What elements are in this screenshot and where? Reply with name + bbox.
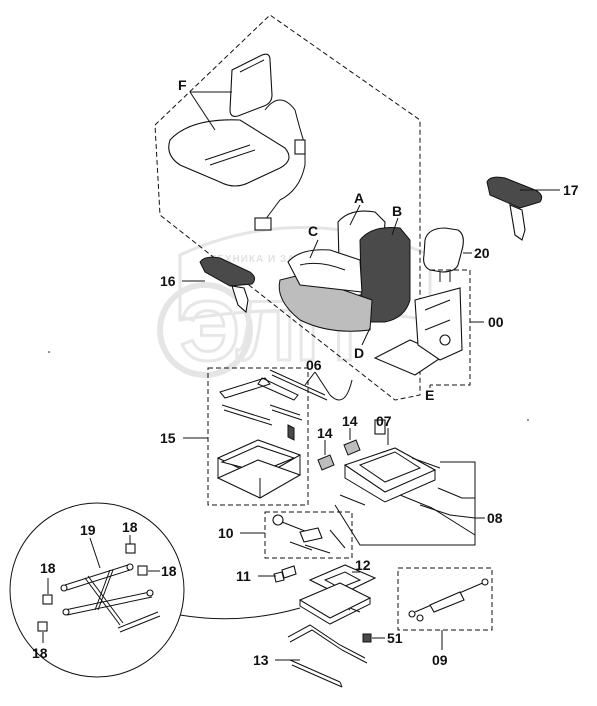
label-19-leader — [89, 537, 101, 569]
bushing-18d — [37, 621, 48, 632]
label-09: 09 — [432, 652, 448, 668]
armrest-right — [486, 176, 543, 241]
bracket-14-right — [343, 439, 361, 456]
bushing-18a — [125, 543, 136, 554]
group-09-outline — [397, 567, 493, 631]
label-16: 16 — [160, 273, 176, 289]
label-08: 08 — [487, 510, 503, 526]
detail-callout — [9, 502, 301, 678]
label-15: 15 — [160, 430, 176, 446]
label-20: 20 — [474, 245, 490, 261]
label-06-leader — [304, 371, 331, 396]
bolt-51 — [362, 633, 372, 643]
damper-09 — [408, 578, 489, 622]
label-f-leader — [189, 91, 232, 131]
group-00-outline — [430, 269, 471, 386]
label-12: 12 — [355, 557, 371, 573]
label-b: B — [392, 203, 402, 219]
seat-assembly — [278, 210, 411, 332]
scissor-mechanism-19 — [60, 563, 161, 633]
bushing-18c — [42, 594, 53, 605]
fasteners-10 — [272, 514, 346, 554]
heater-backrest-pad — [229, 53, 273, 117]
bracket-14-left — [317, 454, 335, 471]
seat-frame — [373, 287, 463, 376]
stray-dot — [48, 351, 50, 353]
label-14b: 14 — [342, 413, 358, 429]
label-10: 10 — [218, 525, 234, 541]
heater-seat-pad — [168, 119, 290, 187]
bolts-08 — [339, 457, 463, 516]
label-c-leader — [309, 239, 319, 259]
label-07: 07 — [376, 413, 392, 429]
label-b-leader — [391, 217, 399, 236]
heater-connector — [294, 139, 306, 155]
label-51: 51 — [387, 630, 403, 646]
group-15-outline — [207, 367, 309, 506]
label-18d: 18 — [32, 645, 48, 661]
stray-dot — [527, 419, 529, 421]
label-08-leaders — [334, 461, 485, 546]
label-06: 06 — [306, 357, 322, 373]
label-18b: 18 — [161, 563, 177, 579]
heater-plug — [254, 217, 272, 231]
label-14a: 14 — [317, 425, 333, 441]
label-13: 13 — [253, 652, 269, 668]
label-d: D — [354, 345, 364, 361]
group-f-outline — [154, 14, 421, 401]
label-c: C — [308, 223, 318, 239]
slide-rails-15 — [219, 377, 303, 441]
suspension-unit-12 — [298, 564, 377, 625]
label-18c: 18 — [40, 560, 56, 576]
label-e: E — [425, 387, 434, 403]
clip-11 — [273, 565, 297, 583]
armrest-left — [199, 256, 256, 314]
adjust-handle-13 — [287, 624, 368, 688]
label-00: 00 — [488, 314, 504, 330]
heater-wire — [264, 99, 306, 221]
group-10-outline — [264, 511, 353, 559]
label-18a: 18 — [122, 519, 138, 535]
seat-rails-06 — [269, 369, 353, 401]
watermark-text: ТЕХНИКА И ЗАПЧАСТИ — [210, 254, 343, 265]
label-17: 17 — [563, 182, 579, 198]
headrest — [423, 227, 464, 282]
label-f: F — [178, 77, 187, 93]
label-a: A — [354, 190, 364, 206]
label-d-leader — [361, 327, 371, 346]
label-11: 11 — [236, 568, 251, 584]
label-a-leader — [349, 204, 361, 226]
bushing-18b — [137, 565, 148, 576]
mounting-frame-07 — [343, 419, 437, 503]
suspension-base-15 — [216, 439, 302, 499]
label-19: 19 — [80, 522, 96, 538]
